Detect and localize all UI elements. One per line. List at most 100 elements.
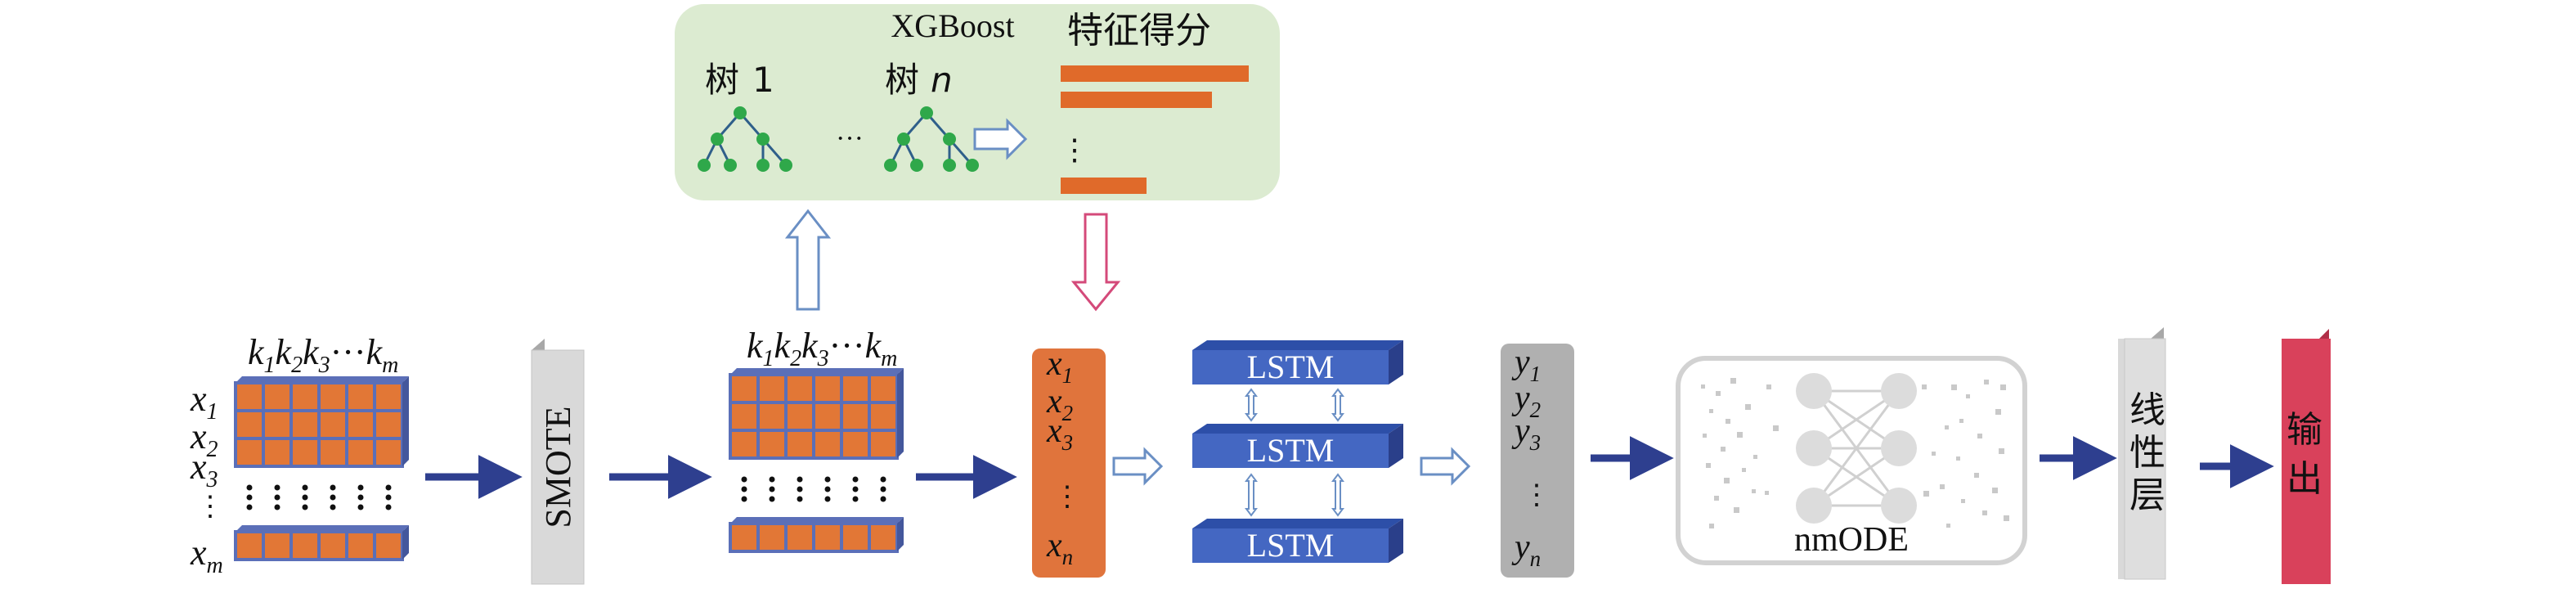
nmode-particle: [1984, 380, 1989, 384]
ellipsis-dot: [302, 494, 308, 501]
nmode-particle: [1974, 473, 1979, 478]
data-cube: [868, 429, 899, 460]
features-to-lstm-arrow: [1112, 447, 1164, 486]
cube-top-face: [236, 525, 409, 532]
ellipsis-dot: [741, 486, 747, 492]
nmode-particle: [1753, 455, 1757, 459]
tree-node: [966, 159, 979, 172]
ellipsis-dot: [797, 496, 803, 502]
data-cube: [262, 409, 293, 440]
data-cube: [345, 530, 376, 561]
raw-row-label-m: xm: [190, 533, 223, 578]
data-cube: [289, 437, 321, 468]
feature-scores-title: 特征得分: [1067, 10, 1211, 52]
output-block-face: [2282, 339, 2331, 584]
nmode-particle: [1706, 463, 1711, 468]
balanced-data-cubes: [729, 368, 904, 553]
smote-block-face: [531, 349, 585, 585]
nmode-frame: [1676, 356, 2027, 565]
nmode-particle: [1932, 452, 1936, 456]
lstm-layer-2-face: [1192, 434, 1389, 468]
data-cube: [868, 373, 899, 404]
ellipsis-dot: [246, 494, 253, 501]
data-cube: [784, 522, 815, 553]
data-cube: [812, 429, 843, 460]
data-cube: [840, 401, 871, 432]
data-cube: [345, 409, 376, 440]
nmode-particle: [1956, 456, 1960, 461]
tree-node: [734, 106, 747, 119]
ellipsis-dot: [357, 484, 364, 491]
data-cube: [729, 522, 760, 553]
ellipsis-dot: [824, 476, 831, 483]
output-block: 输 出: [2282, 329, 2331, 584]
data-to-xgboost-arrow: [784, 209, 832, 311]
lstm-layer-2-label: LSTM: [1247, 432, 1335, 469]
nmode-neuron: [1881, 430, 1917, 466]
linear-layer-block: 线 性 层: [2118, 327, 2166, 580]
nmode-neuron: [1881, 488, 1917, 524]
ellipsis-dot: [741, 496, 747, 502]
data-cube: [317, 437, 348, 468]
scores-to-features-arrow: [1070, 213, 1121, 312]
nmode-particle: [1709, 409, 1713, 413]
lstm-layer-2: LSTM: [1192, 424, 1403, 469]
output-vector-box: [1501, 344, 1574, 578]
nmode-particle: [1721, 447, 1726, 452]
selected-features-vector: x1 x2 x3 ⋮ xn: [1032, 345, 1106, 578]
raw-data-cubes: [234, 376, 409, 561]
nmode-particle: [1737, 432, 1743, 438]
nmode-particle: [1709, 524, 1714, 528]
lstm-layer-3-face: [1192, 528, 1389, 563]
nmode-particle: [1961, 499, 1965, 503]
nmode-particle: [1752, 489, 1756, 493]
output-y2: y2: [1511, 380, 1541, 422]
linear-layer-face: [2124, 338, 2166, 580]
raw-row-label-3: x3: [190, 447, 218, 492]
cube-top-face: [730, 368, 904, 375]
output-ellipsis: ⋮: [1523, 480, 1551, 510]
nmode-block: nmODE: [1676, 356, 2027, 565]
lstm-bidirectional-links: [1245, 388, 1344, 517]
tree-node: [756, 159, 770, 172]
nmode-particle: [1959, 419, 1963, 423]
data-cube: [784, 429, 815, 460]
data-cube: [373, 530, 404, 561]
data-cube: [812, 522, 843, 553]
data-cube: [262, 381, 293, 412]
bidirectional-arrow: [1245, 388, 1258, 422]
nmode-particle: [1703, 434, 1707, 438]
data-cube: [289, 381, 321, 412]
lstm-to-outputs-arrow: [1420, 447, 1471, 486]
tree-node: [724, 159, 737, 172]
nmode-particle: [1742, 468, 1746, 472]
nmode-particle: [1946, 524, 1950, 528]
data-cube: [812, 401, 843, 432]
raw-matrix-header: k1k2k3···km: [248, 332, 398, 378]
nmode-particle: [1995, 409, 2001, 415]
ellipsis-dot: [274, 504, 280, 510]
nmode-particle: [1714, 496, 1719, 501]
raw-row-label-1: x1: [190, 379, 218, 425]
cube-top-face: [730, 517, 904, 524]
output-char-1: 输: [2287, 409, 2322, 451]
tree-node: [943, 159, 956, 172]
lstm-layer-3-side: [1389, 519, 1403, 563]
nmode-particle: [2000, 384, 2006, 390]
data-cube: [262, 437, 293, 468]
smote-label: SMOTE: [538, 406, 578, 528]
cube-side-face: [897, 368, 904, 458]
lstm-layer-3: LSTM: [1192, 519, 1403, 564]
ellipsis-dot: [330, 504, 336, 510]
data-cube: [234, 437, 265, 468]
nmode-connection: [1812, 390, 1901, 506]
ellipsis-dot: [274, 484, 280, 491]
ellipsis-dot: [852, 496, 859, 502]
data-cube: [317, 381, 348, 412]
nmode-network-icon: [1796, 373, 1917, 524]
cube-top-face: [236, 376, 409, 383]
ellipsis-dot: [880, 486, 886, 492]
